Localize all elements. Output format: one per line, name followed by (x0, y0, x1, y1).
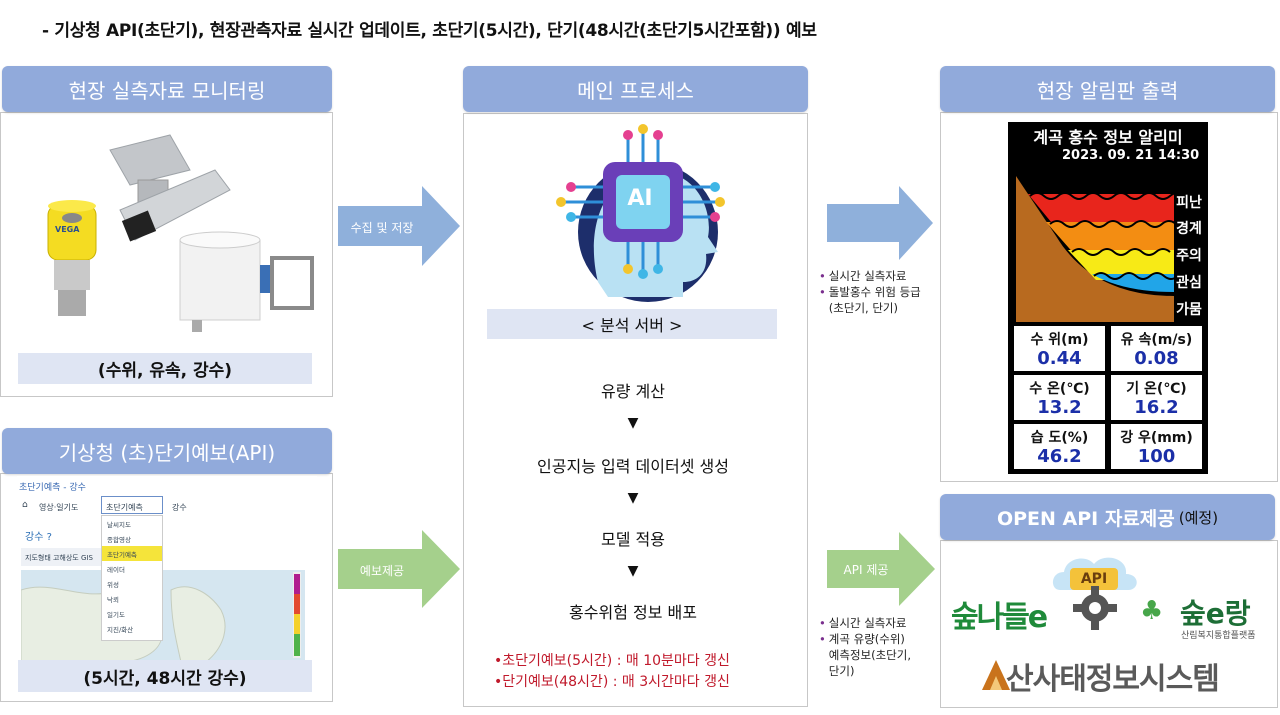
forecast-arrow-label: 예보제공 (359, 564, 405, 578)
monitoring-caption: (수위, 유속, 강수) (18, 353, 312, 384)
board-sign-title: 계곡 홍수 정보 알리미 (1033, 128, 1183, 147)
monitoring-panel-title: 현장 실측자료 모니터링 (2, 66, 332, 112)
schedule-long: •단기예보(48시간) : 매 3시간마다 갱신 (494, 674, 730, 690)
api-bullet-3: 예측정보(초단기, (828, 648, 911, 662)
api-bullet-1: 실시간 실측자료 (828, 616, 907, 630)
screenshot-menu-item: 종합영상 (107, 536, 131, 544)
screenshot-nav-third: 강수 (172, 503, 187, 512)
logo-bottom: 산사태정보시스템 (1006, 662, 1220, 697)
screenshot-tab: 강수 ? (25, 532, 52, 543)
cell-flow-speed: 유 속(m/s)0.08 (1111, 326, 1202, 371)
cell-value: 46.2 (1037, 446, 1082, 467)
sensor-brand: VEGA (55, 225, 80, 234)
schedule-short: •초단기예보(5시간) : 매 10분마다 갱신 (494, 653, 730, 669)
logo-api: API (1080, 571, 1108, 587)
cell-value: 100 (1137, 446, 1176, 467)
home-icon: ⌂ (22, 500, 28, 510)
api-arrow-label: API 제공 (843, 563, 889, 577)
mountain-icon (982, 660, 1010, 694)
step-arrow-1: ▼ (627, 415, 639, 431)
collect-arrow-label: 수집 및 저장 (350, 221, 414, 235)
cell-label: 기 온(℃) (1126, 381, 1187, 397)
screenshot-menu-item: 낙뢰 (107, 596, 119, 604)
api-cloud-icon (1050, 550, 1140, 630)
level-evacuate: 피난 (1176, 195, 1202, 211)
screenshot-menu-item: 지진/화산 (107, 626, 134, 634)
api-bullet-2: 계곡 유량(수위) (828, 632, 905, 646)
water-level-graphic (1016, 176, 1174, 322)
board-panel-title: 현장 알림판 출력 (940, 66, 1275, 112)
cell-water-temp: 수 온(℃)13.2 (1014, 375, 1105, 420)
cell-air-temp: 기 온(℃)16.2 (1111, 375, 1202, 420)
page-headline: - 기상청 API(초단기), 현장관측자료 실시간 업데이트, 초단기(5시간… (42, 21, 817, 41)
cell-value: 0.08 (1134, 348, 1179, 369)
level-warning: 경계 (1176, 221, 1202, 237)
screenshot-menu-item: 레이더 (107, 566, 125, 574)
cell-value: 0.44 (1037, 348, 1082, 369)
board-sign-date: 2023. 09. 21 14:30 (1062, 148, 1200, 163)
ai-badge: AI (627, 186, 653, 211)
level-interest: 관심 (1176, 275, 1202, 291)
screenshot-map (20, 570, 305, 663)
board-bullet-2: 돌발홍수 위험 등급 (828, 285, 921, 299)
step-arrow-3: ▼ (627, 563, 639, 579)
sprout-icon: ♣ (1140, 596, 1164, 626)
cell-label: 수 위(m) (1030, 332, 1089, 348)
server-label: < 분석 서버 > (487, 309, 777, 339)
openapi-title-main: OPEN API 자료제공 (996, 507, 1175, 530)
screenshot-menu-item: 초단기예측 (102, 546, 162, 561)
board-arrow (827, 186, 935, 260)
api-bullets: •실시간 실측자료 •계곡 유량(수위) •예측정보(초단기, •단기) (819, 616, 911, 678)
step-model: 모델 적용 (601, 530, 665, 549)
cell-label: 습 도(%) (1030, 430, 1089, 446)
board-bullet-3: (초단기, 단기) (828, 301, 898, 315)
api-arrow: API 제공 (827, 532, 937, 606)
screenshot-menu-item: 위성 (107, 581, 119, 589)
forecast-screenshot: 초단기예측 - 강수 ⌂ 영상·일기도 초단기예측 강수 강수 ? 지도형태 고… (17, 476, 317, 666)
main-panel-title: 메인 프로세스 (463, 66, 808, 112)
screenshot-menu-item: 날씨지도 (107, 521, 131, 529)
step-flow-calc: 유량 계산 (601, 382, 665, 401)
sensor-illustration (40, 130, 330, 350)
openapi-title-note: (예정) (1178, 508, 1219, 527)
forecast-arrow: 예보제공 (338, 530, 462, 608)
screenshot-title: 초단기예측 - 강수 (19, 483, 86, 493)
logo-right: 숲e랑 (1180, 597, 1251, 630)
alert-board: 계곡 홍수 정보 알리미 2023. 09. 21 14:30 피난 경계 주의… (1008, 122, 1208, 474)
screenshot-menu-item: 일기도 (107, 611, 125, 619)
logo-right-sub: 산림복지통합플랫폼 (1181, 631, 1256, 641)
cell-humidity: 습 도(%)46.2 (1014, 424, 1105, 469)
step-dataset: 인공지능 입력 데이터셋 생성 (537, 457, 729, 476)
forecast-panel-title: 기상청 (초)단기예보(API) (2, 428, 332, 474)
level-caution: 주의 (1176, 248, 1202, 264)
screenshot-options: 지도형태 고해상도 GIS (25, 554, 93, 562)
screenshot-nav-menu: 초단기예측 (106, 503, 143, 512)
screenshot-nav-home: 영상·일기도 (39, 503, 79, 512)
step-arrow-2: ▼ (627, 490, 639, 506)
cell-value: 16.2 (1134, 397, 1179, 418)
ai-head-illustration (548, 122, 728, 302)
collect-arrow: 수집 및 저장 (338, 186, 462, 266)
cell-label: 강 우(mm) (1120, 430, 1193, 446)
cell-rainfall: 강 우(mm)100 (1111, 424, 1202, 469)
level-drought: 가뭄 (1176, 302, 1202, 318)
cell-label: 수 온(℃) (1029, 381, 1090, 397)
board-bullets: •실시간 실측자료 •돌발홍수 위험 등급 •(초단기, 단기) (819, 269, 921, 315)
cell-label: 유 속(m/s) (1120, 332, 1193, 348)
logo-left: 숲나들e (951, 600, 1048, 635)
forecast-caption: (5시간, 48시간 강수) (18, 660, 312, 692)
cell-value: 13.2 (1037, 397, 1082, 418)
api-bullet-4: 단기) (828, 664, 855, 678)
openapi-panel-title: OPEN API 자료제공 (예정) (940, 494, 1275, 540)
cell-water-level: 수 위(m)0.44 (1014, 326, 1105, 371)
board-bullet-1: 실시간 실측자료 (828, 269, 907, 283)
screenshot-nav-menu-box (101, 496, 163, 514)
step-distribute: 홍수위험 정보 배포 (569, 603, 697, 622)
